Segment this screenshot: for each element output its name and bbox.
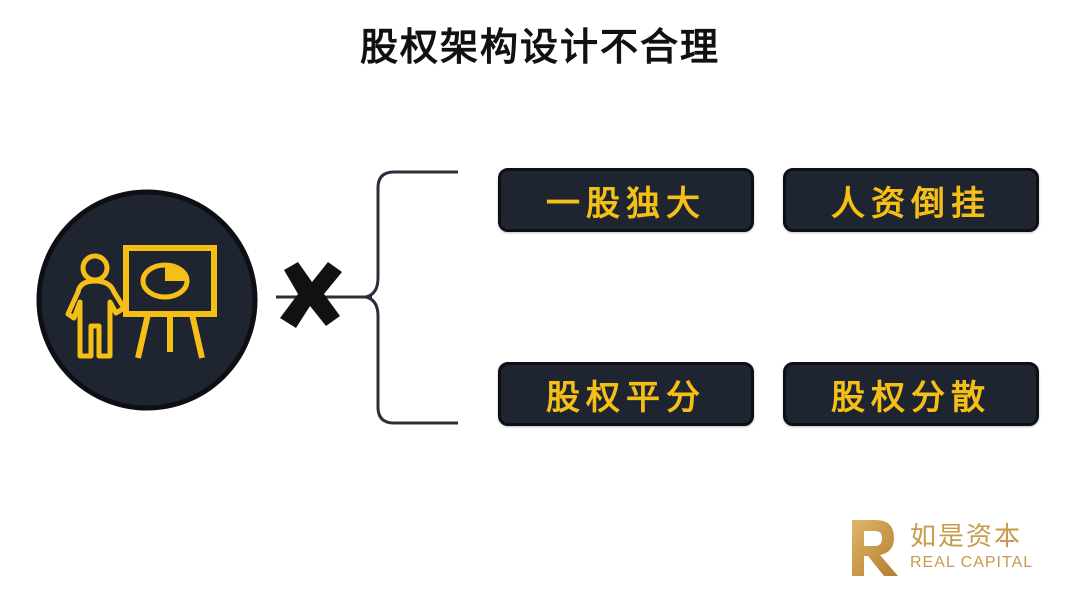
card-top-right: 人资倒挂 xyxy=(783,168,1039,232)
presenter-chart-icon xyxy=(36,189,258,411)
cross-mark-icon xyxy=(280,262,342,328)
page-title: 股权架构设计不合理 xyxy=(359,24,720,69)
card-label: 股权平分 xyxy=(546,377,706,418)
card-label: 股权分散 xyxy=(831,377,991,418)
logo-text-en: REAL CAPITAL xyxy=(910,554,1034,571)
card-bottom-left: 股权平分 xyxy=(498,362,754,426)
card-top-left: 一股独大 xyxy=(498,168,754,232)
card-label: 人资倒挂 xyxy=(831,183,991,224)
card-label: 一股独大 xyxy=(546,183,706,224)
logo-text-cn: 如是资本 xyxy=(910,522,1023,552)
r-logo-icon xyxy=(852,520,898,576)
brand-logo: 如是资本 REAL CAPITAL xyxy=(848,516,1048,580)
card-bottom-right: 股权分散 xyxy=(783,362,1039,426)
brace xyxy=(365,170,458,425)
